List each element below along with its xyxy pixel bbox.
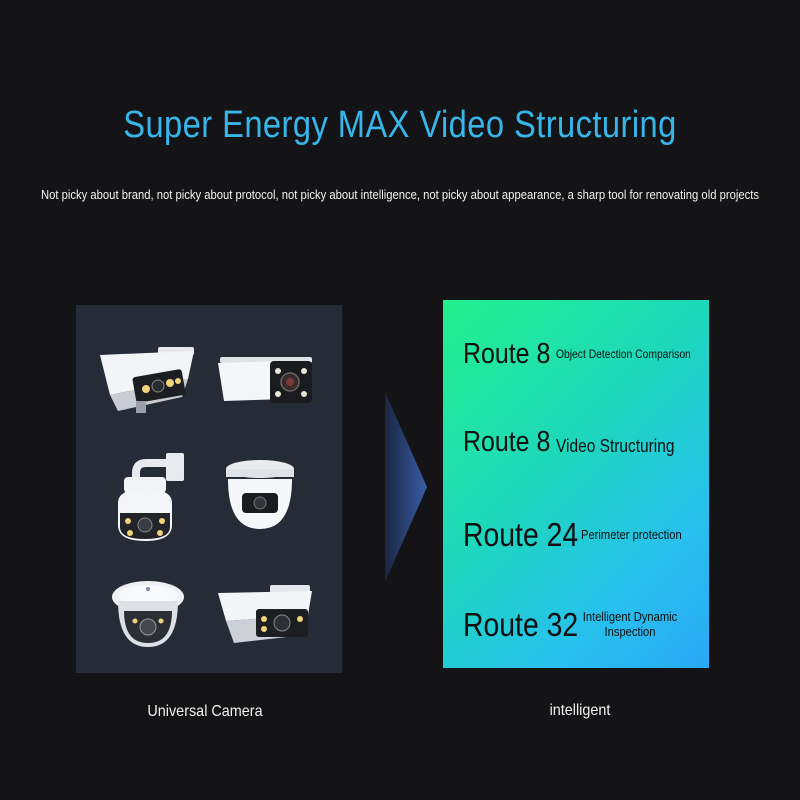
route-number: Route 8: [463, 426, 551, 458]
route-description: Intelligent Dynamic Inspection: [582, 609, 678, 639]
intelligent-caption: intelligent: [549, 702, 611, 719]
route-item: Route 32 Intelligent Dynamic Inspection: [463, 606, 695, 644]
route-description: Video Structuring: [555, 436, 675, 457]
route-number: Route 24: [463, 516, 579, 553]
ptz-dome-camera-icon: [118, 453, 184, 541]
route-item: Route 8 Video Structuring: [463, 426, 693, 459]
route-number: Route 32: [463, 606, 579, 643]
route-item: Route 8 Object Detection Comparison: [463, 338, 709, 371]
universal-camera-caption: Universal Camera: [147, 703, 263, 720]
bullet-camera-icon: [100, 347, 194, 413]
turret-camera-icon: [226, 460, 294, 529]
camera-panel: [76, 305, 342, 673]
page-title: Super Energy MAX Video Structuring: [123, 104, 677, 146]
bullet-camera-icon: [218, 585, 312, 643]
dome-camera-icon: [112, 581, 184, 647]
route-description: Object Detection Comparison: [555, 346, 691, 361]
route-panel: Route 8 Object Detection Comparison Rout…: [443, 300, 709, 668]
bullet-camera-icon: [218, 357, 312, 403]
route-description: Perimeter protection: [580, 526, 682, 542]
route-number: Route 8: [463, 338, 551, 370]
arrow-right-icon: [385, 392, 427, 582]
route-item: Route 24 Perimeter protection: [463, 516, 698, 554]
page-subtitle: Not picky about brand, not picky about p…: [41, 188, 759, 202]
